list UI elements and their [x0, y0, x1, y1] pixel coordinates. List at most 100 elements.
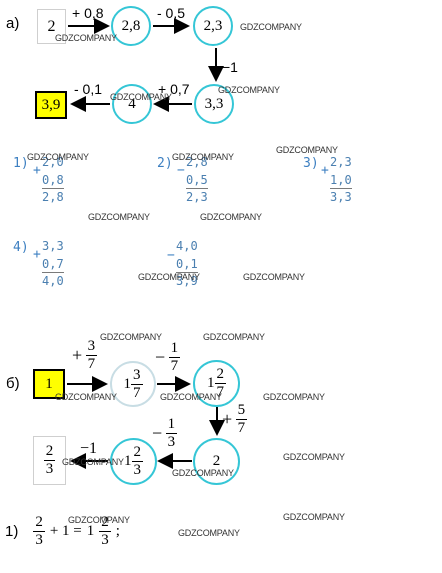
calc3-row3: 3,3 [330, 190, 352, 204]
node-2-8-value: 2,8 [121, 17, 141, 34]
node-b2-whole: 1 [207, 375, 215, 391]
watermark: GDZCOMPANY [218, 85, 280, 95]
equation-a-num: 2 [33, 514, 45, 532]
op-b3-sign: + [222, 409, 233, 429]
node-b3-value: 2 [212, 453, 221, 469]
start-box-b: 1 [33, 369, 65, 399]
calc5-row3: 3,9 [176, 274, 198, 288]
calc4-sign: + [33, 247, 41, 262]
op-b3-den: 7 [237, 420, 246, 436]
node-3-3: 3,3 [194, 84, 234, 124]
calc4-line [42, 272, 64, 273]
calc3-label: 3) [303, 156, 319, 171]
calc4-row1: 3,3 [42, 239, 64, 253]
node-3-3-value: 3,3 [204, 95, 224, 112]
result-b-den: 3 [45, 461, 54, 477]
result-b-num: 2 [43, 443, 56, 461]
result-box-a: 3,9 [35, 91, 67, 119]
watermark: GDZCOMPANY [88, 212, 150, 222]
watermark: GDZCOMPANY [200, 212, 262, 222]
node-4: 4 [112, 84, 152, 124]
op-b1-num: 3 [85, 338, 98, 356]
op-minus-1: −1 [222, 59, 238, 75]
calc2: 2,8 0,5 2,3 [186, 156, 208, 203]
calc4-row3: 4,0 [42, 274, 64, 288]
node-2-8: 2,8 [111, 6, 151, 46]
watermark: GDZCOMPANY [276, 145, 338, 155]
op-b2-sign: − [155, 347, 166, 367]
start-box: 2 [37, 9, 66, 44]
start-value: 2 [47, 17, 56, 35]
calc1-row1: 2,0 [42, 155, 64, 169]
watermark: GDZCOMPANY [27, 152, 89, 162]
op-minus-0-5: - 0,5 [157, 5, 186, 21]
equation-r-num: 2 [99, 514, 111, 532]
watermark: GDZCOMPANY [203, 332, 265, 342]
watermark: GDZCOMPANY [110, 92, 172, 102]
calc3-row2: 1,0 [330, 173, 352, 187]
watermark: GDZCOMPANY [100, 332, 162, 342]
calc5-row1: 4,0 [176, 239, 198, 253]
watermark: GDZCOMPANY [55, 392, 117, 402]
calc4: 3,3 0,7 4,0 [42, 240, 64, 287]
calc1-line [42, 188, 64, 189]
calc2-line [186, 188, 208, 189]
node-b1-den: 7 [133, 384, 141, 401]
watermark: GDZCOMPANY [172, 152, 234, 162]
part-b-label: б) [6, 375, 20, 392]
node-2-3-value: 2,3 [203, 17, 223, 34]
node-4-value: 4 [128, 95, 136, 112]
op-minus-0-1: - 0,1 [74, 81, 103, 97]
equation-a-den: 3 [35, 532, 43, 548]
calc2-row2: 0,5 [186, 173, 208, 187]
node-b1-num: 3 [131, 366, 143, 385]
watermark: GDZCOMPANY [283, 512, 345, 522]
node-b4-den: 3 [133, 462, 142, 478]
calc5-sign: − [167, 248, 175, 263]
node-b-2: 2 [193, 438, 240, 485]
calc5-line [176, 272, 198, 273]
node-b1-whole: 1 [123, 375, 132, 392]
watermark: GDZCOMPANY [283, 452, 345, 462]
node-2-3: 2,3 [193, 6, 233, 46]
calc2-row3: 2,3 [186, 190, 208, 204]
calc2-label: 2) [157, 156, 173, 171]
watermark: GDZCOMPANY [243, 272, 305, 282]
op-b3-num: 5 [235, 402, 248, 420]
op-plus-0-7: + 0,7 [158, 81, 190, 97]
calc1-row2: 0,8 [42, 173, 64, 187]
watermark: GDZCOMPANY [172, 468, 234, 478]
equation-r-den: 3 [101, 532, 109, 548]
calc5: 4,0 0,1 3,9 [176, 240, 198, 287]
node-b2-den: 7 [216, 384, 225, 400]
arrows-part-a [68, 18, 224, 112]
calc2-row1: 2,8 [186, 155, 208, 169]
watermark: GDZCOMPANY [138, 272, 200, 282]
op-b-minus-1: −1 [80, 440, 98, 457]
equation-tail: ; [115, 523, 120, 539]
op-b4-den: 3 [167, 434, 176, 450]
calc4-row2: 0,7 [42, 257, 64, 271]
calc1-sign: + [33, 163, 41, 178]
calc1: 2,0 0,8 2,8 [42, 156, 64, 203]
op-b4-num: 1 [165, 416, 178, 434]
calc3: 2,3 1,0 3,3 [330, 156, 352, 203]
equation-whole: 1 [86, 523, 95, 539]
watermark: GDZCOMPANY [55, 33, 117, 43]
equation-label: 1) [5, 523, 19, 540]
calc3-sign: + [321, 163, 329, 178]
op-b4-sign: − [152, 423, 163, 443]
calc1-row3: 2,8 [42, 190, 64, 204]
